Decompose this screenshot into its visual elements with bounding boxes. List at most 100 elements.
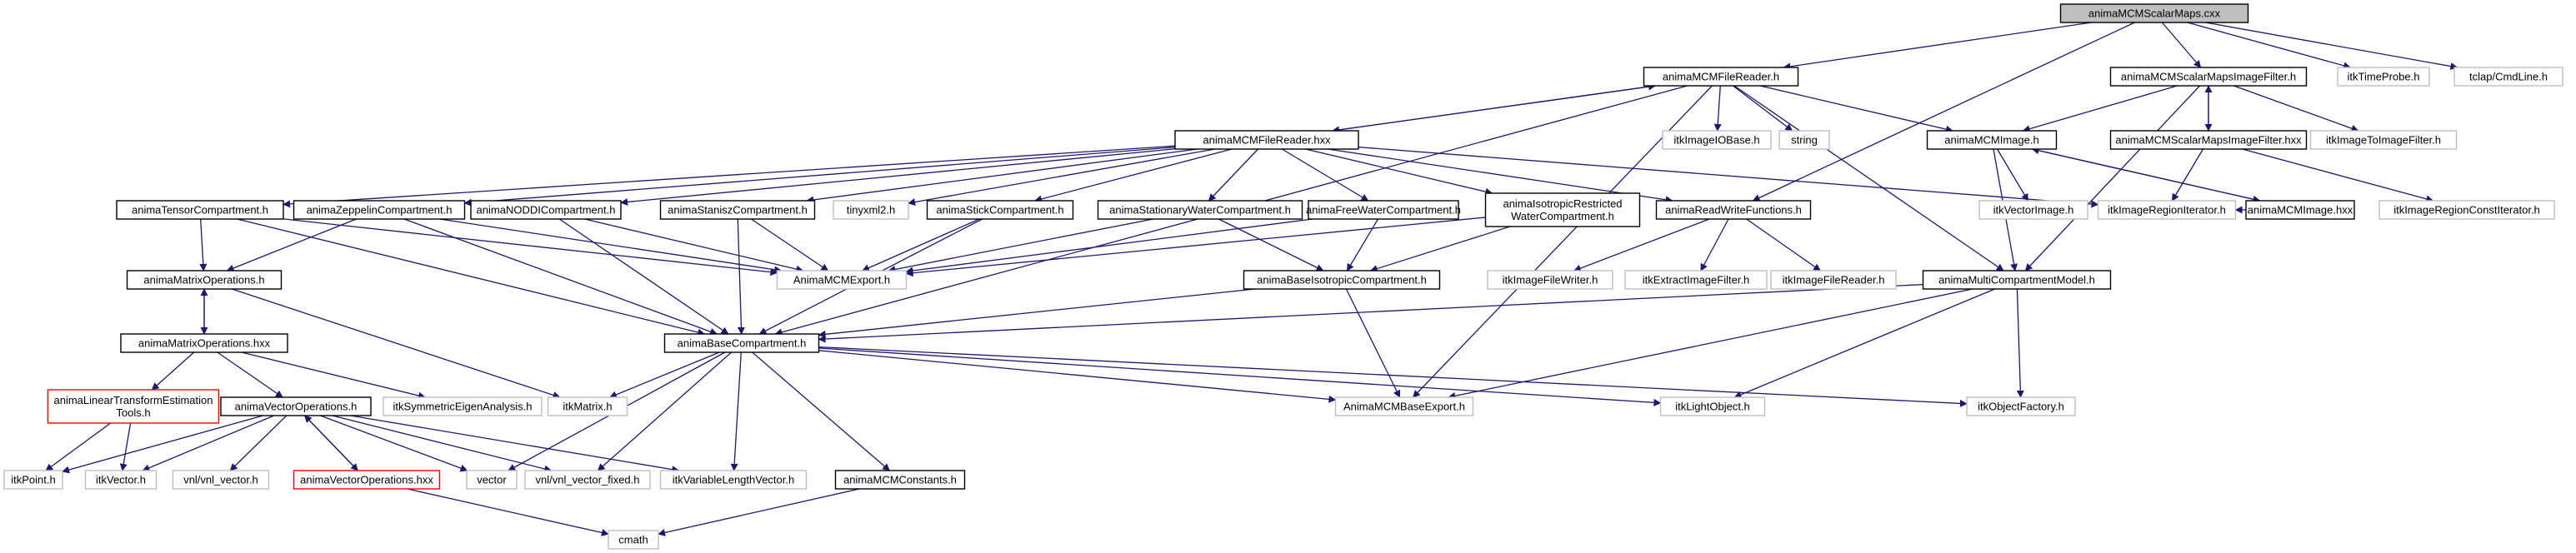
edge-n32-n40	[1733, 288, 1995, 399]
node-animafreewatercompartment-h[interactable]: animaFreeWaterCompartment.h	[1306, 200, 1461, 220]
node-box	[2337, 67, 2430, 87]
node-itkimagefilereader-h: itkImageFileReader.h	[1770, 270, 1897, 290]
edge-n45-n50	[407, 488, 609, 536]
node-animamcmscalarmaps-cxx[interactable]: animaMCMScalarMaps.cxx	[2059, 3, 2249, 23]
edge-n15-n34	[737, 218, 745, 335]
node-animavectoroperations-h[interactable]: animaVectorOperations.h	[220, 396, 372, 416]
node-label: itkSymmetricEigenAnalysis.h	[393, 401, 533, 413]
node-animabasecompartment-h[interactable]: animaBaseCompartment.h	[663, 333, 820, 353]
node-animamcmconstants-h[interactable]: animaMCMConstants.h	[834, 470, 966, 490]
node-animaisotropicrestrictedwatercompartment-h[interactable]: animaIsotropicRestrictedWaterCompartment…	[1484, 192, 1641, 227]
node-label: itkImageToImageFilter.h	[2326, 134, 2441, 147]
edge-n36-n44	[229, 415, 288, 471]
node-animamcmimage-hxx[interactable]: animaMCMImage.hxx	[2245, 200, 2355, 220]
node-label: animaMatrixOperations.hxx	[138, 337, 271, 350]
edge-n3-n9	[2022, 85, 2178, 133]
node-animamcmscalarmapsimagefilter-h[interactable]: animaMCMScalarMapsImageFilter.h	[2109, 67, 2308, 87]
node-box	[126, 270, 283, 290]
edge-n28-n39	[1345, 288, 1401, 398]
node-animareadwritefunctions-h[interactable]: animaReadWriteFunctions.h	[1655, 200, 1812, 220]
node-label: tclap/CmdLine.h	[2469, 71, 2548, 83]
edge-n6-n2	[1332, 82, 1656, 132]
edge-n19-n28	[1346, 218, 1379, 272]
edge-n12-n27	[283, 218, 778, 276]
node-label: animaMCMScalarMaps.cxx	[2088, 7, 2221, 20]
edge-n49-n50	[658, 488, 860, 536]
edge-n14-n34	[558, 218, 729, 335]
edge-n34-n38	[608, 351, 720, 399]
node-label: tinyxml2.h	[847, 204, 896, 217]
edge-n36-n46	[320, 415, 468, 472]
edge-n26-n38	[232, 288, 561, 399]
node-label: animaBaseIsotropicCompartment.h	[1257, 274, 1427, 286]
edge-n36-n43	[142, 415, 275, 472]
edge-n6-n16	[908, 148, 1215, 207]
node-box	[1484, 192, 1641, 227]
node-animatensorcompartment-h[interactable]: animaTensorCompartment.h	[116, 200, 284, 220]
node-itkimagetoimagefilter-h: itkImageToImageFilter.h	[2309, 130, 2458, 150]
node-animamulticompartmentmodel-h[interactable]: animaMultiCompartmentModel.h	[1922, 270, 2112, 290]
node-label: animaNODDICompartment.h	[477, 204, 616, 217]
node-label: animaMCMImage.hxx	[2248, 204, 2353, 217]
node-box	[1487, 270, 1613, 290]
edge-n34-n48	[730, 351, 742, 471]
nodes-layer: animaMCMScalarMaps.cxx animaMCMFileReader…	[3, 3, 2563, 550]
node-label: animaMatrixOperations.h	[143, 274, 264, 286]
node-label: vnl/vnl_vector.h	[183, 474, 258, 486]
node-itkpoint-h: itkPoint.h	[3, 470, 63, 490]
node-box	[1966, 396, 2076, 416]
node-box	[1097, 200, 1303, 220]
edge-n6-n13	[463, 147, 1176, 207]
edge-n13-n27	[439, 218, 783, 274]
node-label: WaterCompartment.h	[1511, 210, 1614, 222]
node-animamcmfilereader-h[interactable]: animaMCMFileReader.h	[1643, 67, 1799, 87]
node-box	[1778, 130, 1830, 150]
edge-n6-n23	[1358, 146, 2099, 208]
node-label: animaIsotropicRestricted	[1503, 197, 1622, 210]
node-animamcmfilereader-hxx[interactable]: animaMCMFileReader.hxx	[1174, 130, 1359, 150]
node-box	[2453, 67, 2563, 87]
node-animanoddicompartment-h[interactable]: animaNODDICompartment.h	[470, 200, 622, 220]
node-itkvectorimage-h: itkVectorImage.h	[1978, 200, 2088, 220]
node-animabaseisotropiccompartment-h[interactable]: animaBaseIsotropicCompartment.h	[1243, 270, 1441, 290]
node-box	[1926, 130, 2058, 150]
node-animastaniszcompartment-h[interactable]: animaStaniszCompartment.h	[659, 200, 816, 220]
edge-n34-n49	[752, 351, 890, 471]
node-box	[2059, 3, 2249, 23]
node-cmath: cmath	[608, 530, 659, 550]
edge-n34-n47	[597, 351, 733, 471]
node-animastationarywatercompartment-h[interactable]: animaStationaryWaterCompartment.h	[1097, 200, 1303, 220]
edge-n17-n27	[862, 218, 980, 272]
node-box	[659, 470, 808, 490]
node-box	[84, 470, 158, 490]
node-animazeppelincompartment-h[interactable]: animaZeppelinCompartment.h	[293, 200, 466, 220]
node-animamatrixoperations-h[interactable]: animaMatrixOperations.h	[126, 270, 283, 290]
node-animastickcompartment-h[interactable]: animaStickCompartment.h	[926, 200, 1074, 220]
node-animavectoroperations-hxx[interactable]: animaVectorOperations.hxx	[293, 470, 441, 490]
node-animamcmbaseexport-h: AnimaMCMBaseExport.h	[1334, 396, 1474, 416]
edge-n2-n32	[1733, 85, 2004, 272]
node-animamcmimage-h[interactable]: animaMCMImage.h	[1926, 130, 2058, 150]
edge-n6-n15	[806, 148, 1198, 204]
edge-n18-n27	[888, 218, 1153, 273]
node-label: cmath	[618, 534, 648, 546]
node-box	[470, 200, 622, 220]
edge-n10-n25	[2242, 148, 2434, 203]
edge-n13-n26	[226, 218, 357, 272]
node-box	[2378, 200, 2555, 220]
node-vnl-vnl-vector-fixed-h: vnl/vnl_vector_fixed.h	[524, 470, 651, 490]
edge-n36-n42	[62, 415, 263, 474]
node-label: string	[1791, 134, 1818, 147]
node-animamatrixoperations-hxx[interactable]: animaMatrixOperations.hxx	[120, 333, 288, 353]
node-itklightobject-h: itkLightObject.h	[1659, 396, 1766, 416]
node-label: animaMCMConstants.h	[843, 474, 957, 486]
node-animamcmscalarmapsimagefilter-hxx[interactable]: animaMCMScalarMapsImageFilter.hxx	[2109, 130, 2308, 150]
edge-n21-n31	[1746, 218, 1822, 272]
node-label: animaMultiCompartmentModel.h	[1938, 274, 2095, 286]
edge-n6-n12	[283, 145, 1176, 208]
node-label: animaZeppelinCompartment.h	[307, 204, 453, 217]
node-vector: vector	[466, 470, 518, 490]
node-label: itkImageIOBase.h	[1673, 134, 1759, 147]
node-itkimageiobase-h: itkImageIOBase.h	[1662, 130, 1772, 150]
